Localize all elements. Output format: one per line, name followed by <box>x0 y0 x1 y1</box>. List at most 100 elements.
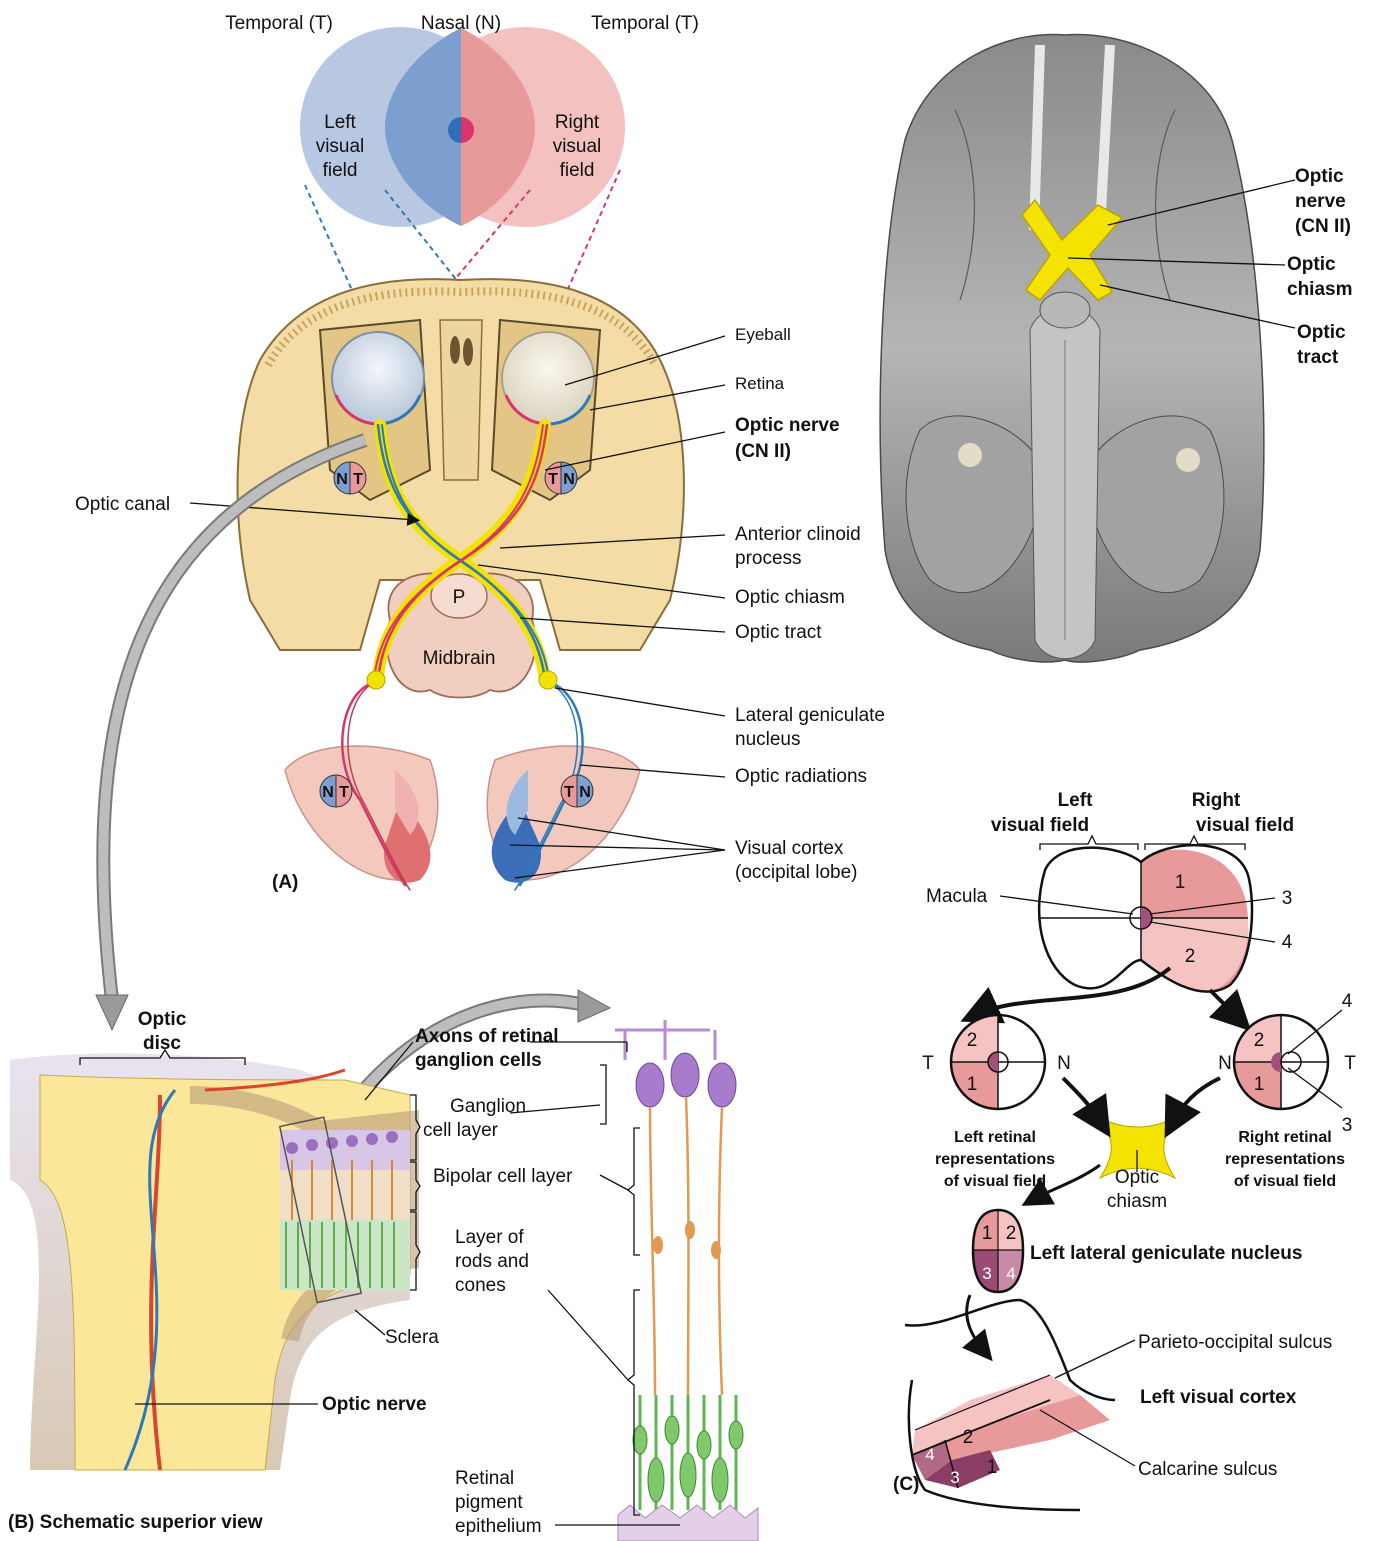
c-chiasm-1: Optic <box>1115 1167 1159 1188</box>
field-q3: 3 <box>1282 888 1293 909</box>
right-retina-q4: 4 <box>1342 991 1353 1012</box>
field-q4: 4 <box>1282 932 1293 953</box>
c-visual-cortex <box>905 1300 1115 1510</box>
panel-c-tag: (C) <box>893 1474 919 1495</box>
photo-optic-nerve-3: (CN II) <box>1295 216 1351 237</box>
optic-tract-label: Optic tract <box>735 622 822 643</box>
midbrain-label: Midbrain <box>423 648 496 669</box>
cortex-q3: 3 <box>950 1468 959 1487</box>
lgn-label-1: Lateral geniculate <box>735 705 885 726</box>
photo-optic-tract-2: tract <box>1297 347 1339 368</box>
nt-badge-occipital: N T <box>320 775 352 807</box>
photo-optic-tract-1: Optic <box>1297 322 1346 343</box>
optic-nerve-label-1: Optic nerve <box>735 415 840 436</box>
left-field-line2: visual <box>316 136 365 157</box>
optic-radiations-label: Optic radiations <box>735 766 867 787</box>
nt-occ-t: T <box>339 784 349 801</box>
left-field-line1: Left <box>324 112 356 133</box>
retina-label: Retina <box>735 374 785 393</box>
left-retinal-1: Left retinal <box>954 1129 1036 1146</box>
right-field-line3: field <box>560 160 595 181</box>
right-retina-q1: 1 <box>1254 1074 1265 1095</box>
c-right-field-1: Right <box>1192 790 1241 811</box>
visual-cortex-label-1: Visual cortex <box>735 838 844 859</box>
lgn-q4: 4 <box>1006 1264 1015 1283</box>
left-visual-cortex-label: Left visual cortex <box>1140 1387 1297 1408</box>
pigment-label-1: Retinal <box>455 1468 514 1489</box>
panel-a-tag: (A) <box>272 872 298 893</box>
tn-right-n: N <box>563 471 575 488</box>
right-retina-t: T <box>1344 1053 1356 1074</box>
c-left-field-1: Left <box>1058 790 1094 811</box>
lgn-q3: 3 <box>982 1264 991 1283</box>
left-retina-n: N <box>1057 1053 1071 1074</box>
pigment-label-2: pigment <box>455 1492 523 1513</box>
retina-detail-column <box>615 1020 758 1541</box>
right-retinal-3: of visual field <box>1234 1173 1336 1190</box>
left-retinal-3: of visual field <box>944 1173 1046 1190</box>
c-left-field-2: visual field <box>991 815 1089 836</box>
brain-inferior-view <box>880 34 1264 661</box>
right-field-line2: visual <box>553 136 602 157</box>
optic-disc-label-1: Optic <box>138 1009 187 1030</box>
lgn-q1: 1 <box>982 1223 993 1244</box>
right-lgn <box>539 671 557 689</box>
ganglion-label-2: cell layer <box>423 1120 499 1141</box>
optic-nerve-label-2: (CN II) <box>735 441 791 462</box>
clinoid-label-2: process <box>735 548 802 569</box>
tn-occ-n: N <box>579 784 591 801</box>
optic-nerve-b-label: Optic nerve <box>322 1394 427 1415</box>
nt-occ-n: N <box>322 784 334 801</box>
panel-b-caption: (B) Schematic superior view <box>8 1512 263 1533</box>
photo-optic-chiasm-1: Optic <box>1287 254 1336 275</box>
nt-badge-left: N T <box>334 462 366 494</box>
parieto-occipital-label: Parieto-occipital sulcus <box>1138 1332 1332 1353</box>
left-retina-t: T <box>922 1053 934 1074</box>
eyeball-label: Eyeball <box>735 325 791 344</box>
left-retina-circle <box>951 1015 1045 1109</box>
c-lgn-label: Left lateral geniculate nucleus <box>1030 1243 1302 1264</box>
photo-optic-chiasm-2: chiasm <box>1287 279 1352 300</box>
nt-left-n: N <box>336 471 348 488</box>
sclera-label: Sclera <box>385 1327 439 1348</box>
right-retinal-2: representations <box>1225 1151 1345 1168</box>
left-retina-q1: 1 <box>967 1074 978 1095</box>
temporal-left-label: Temporal (T) <box>225 13 333 34</box>
right-field-line1: Right <box>555 112 600 133</box>
lgn-q2: 2 <box>1006 1223 1017 1244</box>
photo-optic-nerve-2: nerve <box>1295 191 1346 212</box>
optic-disc-label-2: disc <box>143 1033 181 1054</box>
pituitary-label: P <box>453 587 466 608</box>
cortex-q1: 1 <box>987 1457 998 1478</box>
visual-cortex-label-2: (occipital lobe) <box>735 862 858 883</box>
calcarine-label: Calcarine sulcus <box>1138 1459 1277 1480</box>
photo-optic-nerve-1: Optic <box>1295 166 1344 187</box>
nt-left-t: T <box>353 471 363 488</box>
left-retinal-2: representations <box>935 1151 1055 1168</box>
cortex-q2: 2 <box>963 1427 974 1448</box>
tn-occ-t: T <box>564 784 574 801</box>
rods-cones-label-2: rods and <box>455 1251 529 1272</box>
field-q2: 2 <box>1185 946 1196 967</box>
lgn-label-2: nucleus <box>735 729 801 750</box>
c-chiasm-2: chiasm <box>1107 1191 1167 1212</box>
right-retina-circle <box>1234 1015 1328 1109</box>
left-retina-q2: 2 <box>967 1030 978 1051</box>
tn-badge-occipital: T N <box>561 775 593 807</box>
tn-right-t: T <box>548 471 558 488</box>
temporal-right-label: Temporal (T) <box>591 13 699 34</box>
optic-canal-label: Optic canal <box>75 494 170 515</box>
right-retina-q2: 2 <box>1254 1030 1265 1051</box>
right-retinal-1: Right retinal <box>1238 1129 1331 1146</box>
clinoid-label-1: Anterior clinoid <box>735 524 861 545</box>
ganglion-label-1: Ganglion <box>450 1096 526 1117</box>
left-lgn <box>367 671 385 689</box>
axons-label-1: Axons of retinal <box>415 1026 559 1047</box>
nasal-label: Nasal (N) <box>421 13 501 34</box>
arrow-field-to-right-retina <box>1210 990 1240 1020</box>
cortex-q4: 4 <box>925 1445 934 1464</box>
bipolar-label: Bipolar cell layer <box>433 1166 573 1187</box>
macula-label: Macula <box>926 886 988 907</box>
right-retina-q3: 3 <box>1342 1115 1353 1136</box>
